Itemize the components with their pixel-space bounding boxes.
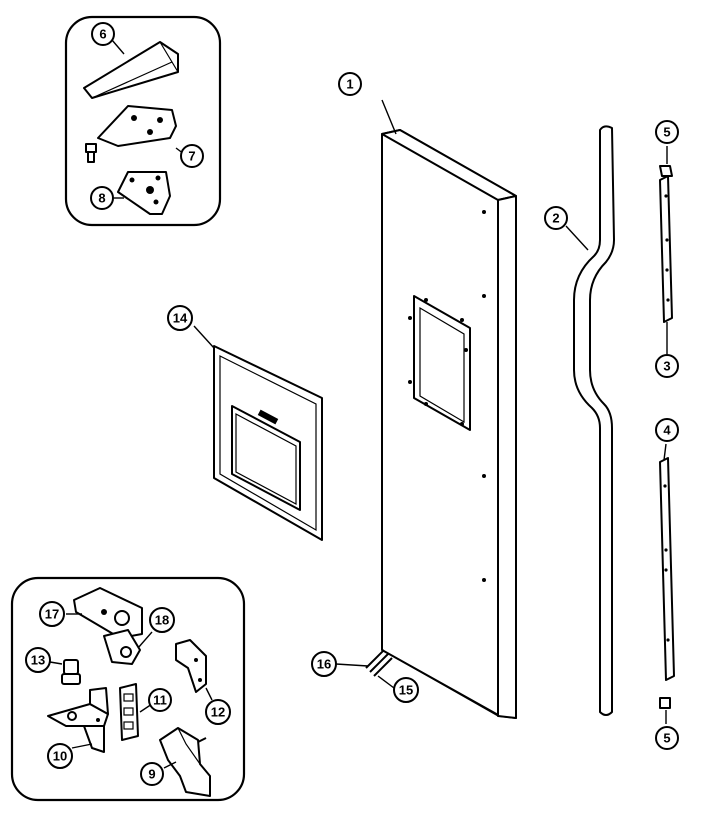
hinge-shim-part (117, 171, 171, 215)
callout-11: 11 (148, 688, 172, 712)
callout-8: 8 (90, 186, 114, 210)
callout-13: 13 (25, 647, 51, 673)
callout-3: 3 (655, 354, 679, 378)
callout-labels: 1 2 3 4 5 5 6 7 8 9 10 11 12 13 14 15 16… (25, 22, 679, 786)
svg-text:11: 11 (153, 693, 167, 708)
svg-text:7: 7 (188, 149, 195, 164)
svg-text:14: 14 (173, 311, 188, 326)
side-bracket-part (175, 639, 213, 701)
bottom-hinge-bracket-part (66, 587, 143, 639)
callout-9: 9 (140, 762, 164, 786)
callout-17: 17 (39, 601, 65, 627)
svg-text:12: 12 (211, 705, 225, 720)
dispenser-trim-frame-part (193, 325, 323, 541)
svg-text:1: 1 (346, 77, 353, 92)
top-hinge-plate-part (85, 105, 177, 163)
svg-text:4: 4 (663, 423, 671, 438)
switch-plate-part (119, 683, 153, 741)
callout-14: 14 (167, 305, 193, 331)
callout-18: 18 (149, 607, 175, 633)
svg-text:13: 13 (31, 653, 45, 668)
svg-text:18: 18 (155, 613, 169, 628)
hinge-cover-part (83, 41, 179, 99)
svg-text:6: 6 (99, 27, 106, 42)
callout-5-bottom: 5 (655, 726, 679, 750)
hinge-pin-plate-part (103, 629, 153, 665)
top-hinge-inset (64, 15, 222, 227)
callout-12: 12 (205, 699, 231, 725)
svg-text:5: 5 (663, 125, 670, 140)
callout-2: 2 (544, 206, 568, 230)
svg-text:10: 10 (53, 749, 67, 764)
bushing-part (49, 659, 81, 685)
lower-hinge-part (47, 687, 109, 753)
bottom-hinge-inset (10, 576, 246, 802)
callout-16-door: 16 (311, 651, 337, 677)
svg-text:15: 15 (399, 683, 413, 698)
svg-text:16: 16 (317, 657, 331, 672)
svg-text:3: 3 (663, 359, 670, 374)
svg-text:17: 17 (45, 607, 59, 622)
upper-trim-strip-part (659, 146, 673, 354)
callout-4: 4 (655, 418, 679, 442)
door-handle-part (565, 125, 615, 716)
svg-text:8: 8 (98, 191, 105, 206)
door-stop-part (159, 727, 211, 797)
callout-5-top: 5 (655, 120, 679, 144)
lower-trim-strip-part (659, 443, 675, 724)
callout-6: 6 (91, 22, 115, 46)
callout-7: 7 (180, 144, 204, 168)
svg-text:2: 2 (552, 211, 559, 226)
svg-text:9: 9 (148, 767, 155, 782)
callout-10: 10 (47, 743, 73, 769)
callout-15: 15 (393, 677, 419, 703)
door-panel-part (365, 99, 517, 719)
svg-text:5: 5 (663, 731, 670, 746)
callout-1: 1 (338, 72, 362, 96)
